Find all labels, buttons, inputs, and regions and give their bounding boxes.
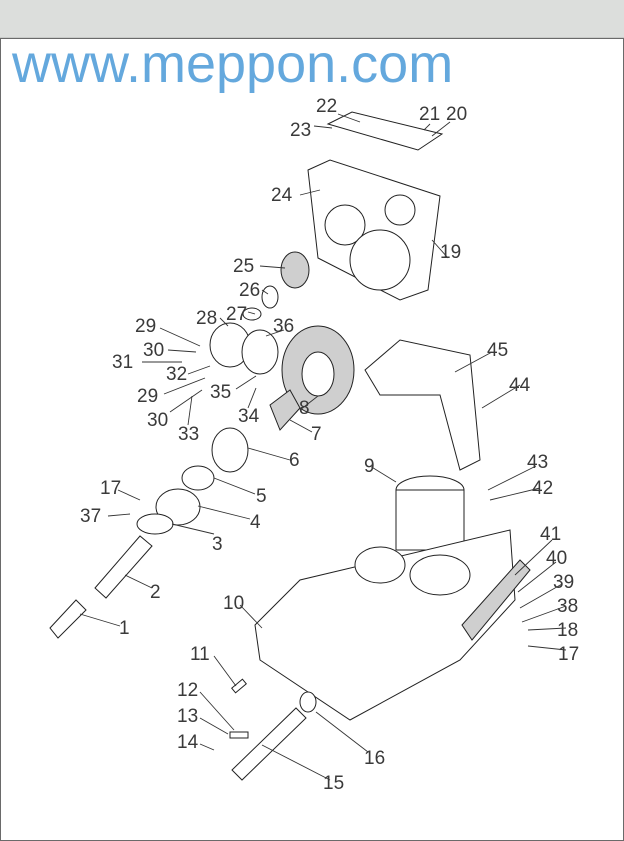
label-33: 33 — [178, 424, 199, 445]
bearing-cap-36 — [241, 329, 279, 375]
pinion-gear — [280, 251, 310, 289]
label-6: 6 — [289, 450, 300, 471]
label-17b: 17 — [558, 644, 579, 665]
label-40: 40 — [546, 548, 567, 569]
drive-shaft — [94, 535, 153, 599]
label-8: 8 — [299, 398, 310, 419]
base-bore — [354, 546, 406, 584]
label-25: 25 — [233, 256, 254, 277]
label-41: 41 — [540, 524, 561, 545]
label-31: 31 — [112, 352, 133, 373]
sleeve — [49, 599, 87, 639]
label-14: 14 — [177, 732, 199, 753]
label-2: 2 — [150, 582, 161, 603]
housing-bore — [324, 204, 366, 246]
label-36: 36 — [273, 316, 294, 337]
turret-body — [395, 489, 465, 551]
label-4: 4 — [250, 512, 261, 533]
bearing-small — [261, 285, 279, 309]
label-28: 28 — [196, 308, 217, 329]
label-13: 13 — [177, 706, 198, 727]
watermark: www.meppon.com — [11, 34, 453, 94]
label-37: 37 — [80, 506, 101, 527]
label-44: 44 — [509, 375, 531, 396]
label-26: 26 — [239, 280, 260, 301]
snap-ring — [242, 307, 262, 321]
label-15: 15 — [323, 773, 344, 794]
label-39: 39 — [553, 572, 574, 593]
label-35: 35 — [210, 382, 231, 403]
label-11: 11 — [190, 644, 210, 665]
large-gear-hub — [301, 351, 335, 397]
label-32: 32 — [166, 364, 187, 385]
label-12: 12 — [177, 680, 198, 701]
o-ring — [136, 513, 174, 535]
label-29a: 29 — [135, 316, 156, 337]
part-shapes — [49, 111, 531, 781]
label-27: 27 — [226, 304, 247, 325]
top-bar — [0, 0, 624, 38]
bearing-large — [211, 427, 249, 473]
label-20: 20 — [446, 104, 467, 125]
pivot-pin — [231, 707, 307, 781]
label-1: 1 — [119, 618, 130, 639]
label-21: 21 — [419, 104, 440, 125]
base-bore-large — [409, 554, 471, 596]
label-23: 23 — [290, 120, 311, 141]
seal-ring — [181, 465, 215, 491]
label-3: 3 — [212, 534, 223, 555]
label-29b: 29 — [137, 386, 158, 407]
housing-bore-small — [384, 194, 416, 226]
spline-shaft — [269, 389, 301, 431]
label-30b: 30 — [147, 410, 168, 431]
label-43: 43 — [527, 452, 548, 473]
label-5: 5 — [256, 486, 267, 507]
part-number-labels: 22 23 21 20 24 19 25 26 27 28 36 29 30 3… — [80, 96, 579, 794]
label-22: 22 — [316, 96, 337, 117]
label-24: 24 — [271, 185, 293, 206]
label-17a: 17 — [100, 478, 121, 499]
label-45: 45 — [487, 340, 508, 361]
support-bracket — [364, 339, 481, 471]
shim-stack — [461, 559, 531, 641]
label-10: 10 — [223, 593, 244, 614]
bushing — [299, 691, 317, 713]
housing-bore-large — [349, 229, 411, 291]
label-34: 34 — [238, 406, 260, 427]
label-19: 19 — [440, 242, 461, 263]
label-42: 42 — [532, 478, 553, 499]
label-30a: 30 — [143, 340, 164, 361]
label-18: 18 — [557, 620, 578, 641]
label-16: 16 — [364, 748, 385, 769]
label-38: 38 — [557, 596, 578, 617]
label-7: 7 — [311, 424, 322, 445]
key — [229, 731, 249, 739]
leader-lines — [79, 113, 567, 781]
small-pin — [231, 678, 247, 694]
label-9: 9 — [364, 456, 375, 477]
